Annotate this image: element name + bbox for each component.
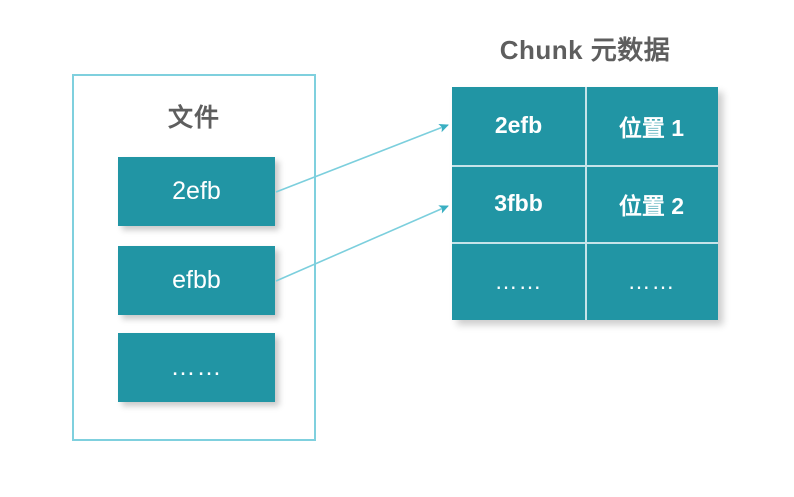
metadata-key-cell: 3fbb xyxy=(494,190,543,216)
file-chunk-label: …… xyxy=(170,353,223,381)
file-chunk-block[interactable]: 2efb xyxy=(118,157,275,226)
table-row[interactable]: 2efb 位置 1 xyxy=(452,87,718,165)
metadata-key-cell: …… xyxy=(494,267,543,294)
table-row[interactable]: …… …… xyxy=(452,242,718,320)
metadata-value-cell: …… xyxy=(585,242,718,320)
metadata-table: 2efb 位置 1 3fbb 位置 2 …… …… xyxy=(452,87,718,320)
file-chunk-block[interactable]: efbb xyxy=(118,246,275,315)
file-chunk-label: 2efb xyxy=(172,177,221,205)
file-chunk-label: efbb xyxy=(172,266,221,294)
file-panel-title: 文件 xyxy=(167,104,220,132)
table-row[interactable]: 3fbb 位置 2 xyxy=(452,164,718,243)
metadata-panel-title: Chunk 元数据 xyxy=(499,35,671,65)
metadata-key-cell: 2efb xyxy=(494,112,543,139)
metadata-value-cell: 位置 1 xyxy=(585,87,718,165)
metadata-value-cell: 位置 2 xyxy=(585,164,718,243)
file-chunk-block[interactable]: …… xyxy=(118,333,275,402)
